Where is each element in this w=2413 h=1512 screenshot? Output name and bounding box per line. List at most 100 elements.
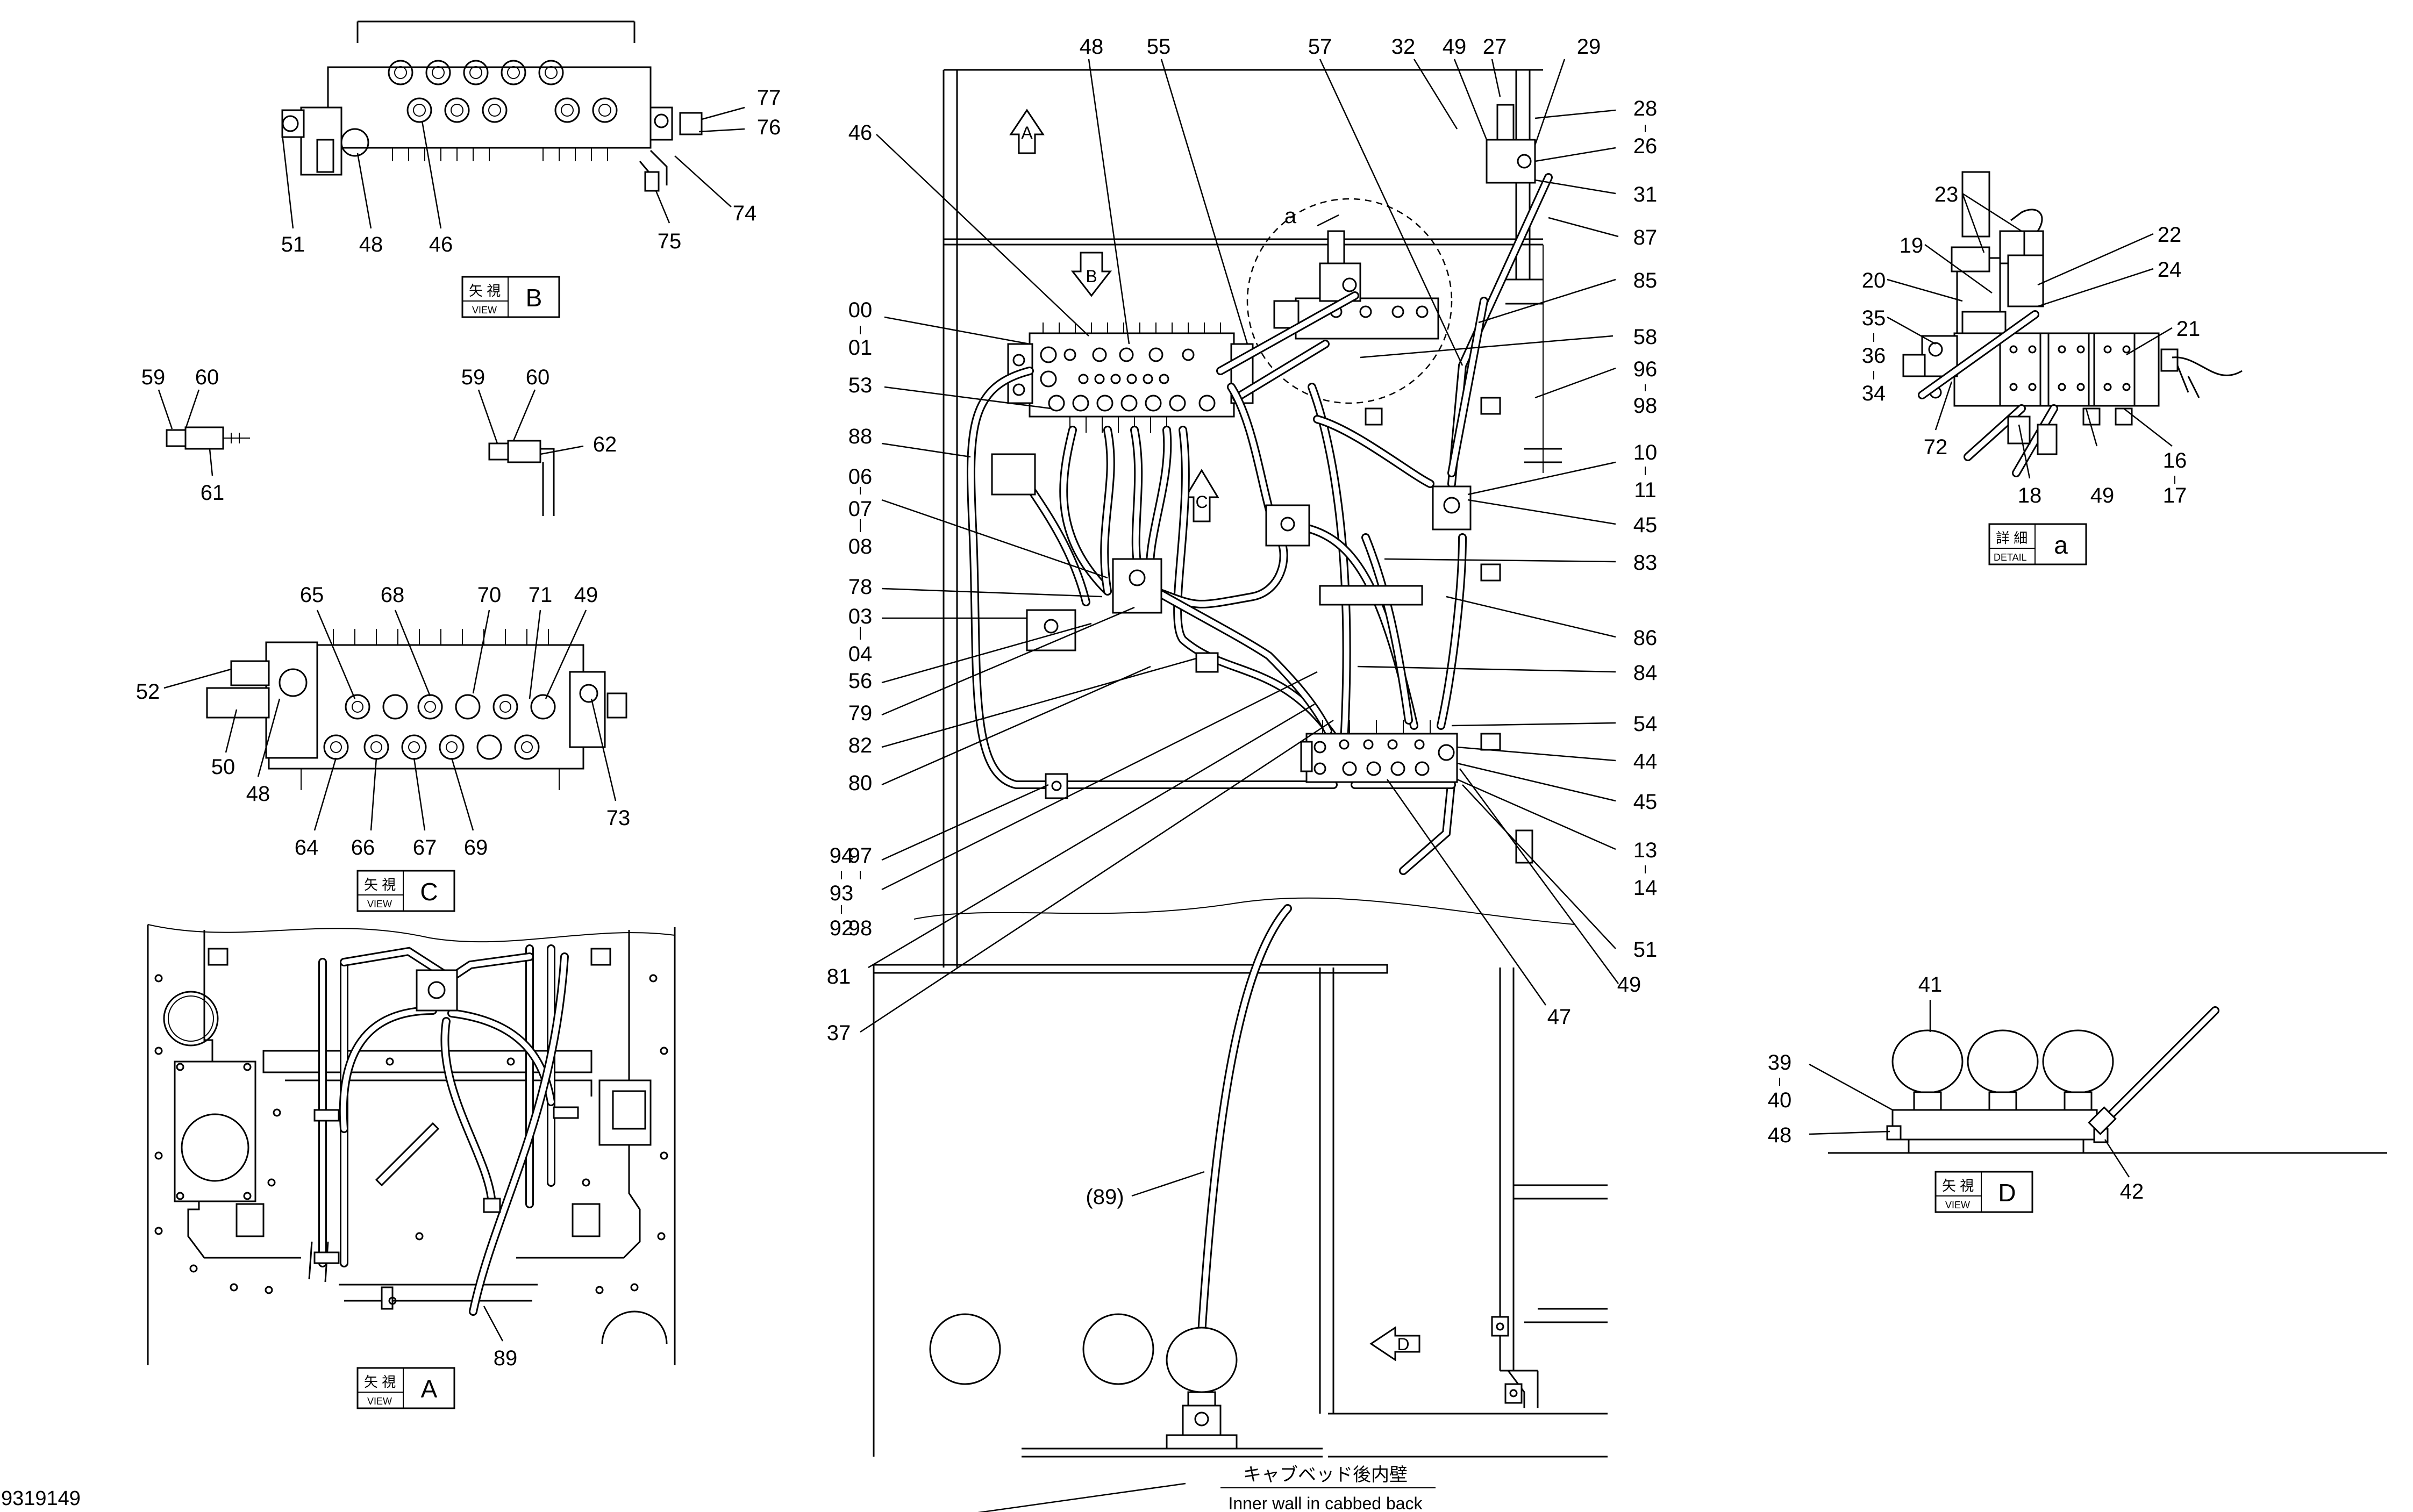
- view-label-letter: B: [526, 284, 542, 312]
- callout: 76: [757, 116, 781, 139]
- callout: 84: [1633, 661, 1658, 685]
- callout: 45: [1633, 513, 1658, 537]
- callout: 94: [830, 844, 854, 868]
- callout: 96: [1633, 357, 1658, 381]
- view-b-ports-lower: [406, 97, 618, 123]
- callout: 75: [658, 230, 682, 253]
- view-a-figure: 89: [147, 924, 676, 1370]
- view-b-leaders: [281, 106, 745, 229]
- view-c-callouts: 65 68 70 71 49 52 50 48 64 66 67 69 73: [136, 583, 631, 859]
- callout: 67: [413, 836, 437, 859]
- view-b-figure: [281, 20, 703, 192]
- main-callouts-pairs: [841, 125, 1646, 914]
- view-label-detail-a: 詳 細 DETAIL a: [1988, 523, 2087, 565]
- view-c-ports: [323, 694, 556, 760]
- main-manifold-lower: [1300, 720, 1458, 783]
- view-d-accumulators: [1891, 1029, 2114, 1111]
- callout: 11: [1634, 478, 1657, 502]
- view-label-letter: a: [2054, 531, 2068, 559]
- callout: 26: [1633, 134, 1658, 158]
- callout: 79: [848, 701, 873, 725]
- callout: 13: [1633, 839, 1658, 862]
- view-label-en: VIEW: [1945, 1200, 1970, 1210]
- callout: (89): [1086, 1185, 1124, 1209]
- inner-wall-label-jp: キャブベッド後内壁: [1243, 1465, 1408, 1485]
- callout: 48: [1080, 35, 1104, 59]
- view-label-en: VIEW: [367, 899, 392, 909]
- main-leaders: [860, 59, 1619, 1512]
- callout: 44: [1633, 750, 1658, 773]
- callout: 46: [848, 121, 873, 145]
- callout: 65: [300, 583, 324, 607]
- main-frame: [873, 69, 1608, 1458]
- callout: 56: [848, 669, 873, 693]
- view-label-c: 矢 視 VIEW C: [356, 870, 455, 912]
- callout: 10: [1633, 441, 1658, 464]
- callout: 01: [848, 336, 873, 360]
- callout: 03: [848, 605, 873, 628]
- inner-wall-label-en: Inner wall in cabbed back: [1228, 1494, 1423, 1512]
- callout: 97: [848, 844, 873, 868]
- callout: 51: [281, 233, 305, 256]
- callout: 81: [827, 965, 851, 988]
- callout: 71: [529, 583, 553, 607]
- callout: 58: [1633, 325, 1658, 349]
- callout: 61: [201, 481, 225, 505]
- callout: 35: [1862, 306, 1886, 330]
- callout: 93: [830, 882, 854, 905]
- callout: 36: [1862, 344, 1886, 368]
- callout: 47: [1547, 1005, 1572, 1029]
- callout: 53: [848, 374, 873, 397]
- callout: 24: [2158, 258, 2182, 282]
- callout: 87: [1633, 226, 1658, 249]
- callout: 41: [1918, 973, 1943, 997]
- main-hoses: [967, 173, 1553, 1337]
- callout: 77: [757, 86, 781, 110]
- callout: 59: [461, 366, 486, 389]
- callout: 60: [195, 366, 219, 389]
- view-arrow-b: B: [1086, 267, 1097, 286]
- callout: 48: [246, 782, 270, 806]
- callout: 16: [2163, 449, 2187, 472]
- view-label-en: VIEW: [367, 1396, 392, 1407]
- callout: 51: [1633, 938, 1658, 962]
- view-b-ports-upper: [388, 60, 564, 85]
- view-label-a: 矢 視 VIEW A: [356, 1367, 455, 1409]
- callout: 45: [1633, 790, 1658, 814]
- callout: 31: [1633, 183, 1658, 206]
- main-callouts: 48 55 57 32 49 27 29 28 26 31 87 85 58 9…: [827, 35, 1658, 1209]
- callout: 82: [848, 734, 873, 757]
- callout: 48: [359, 233, 383, 256]
- view-label-letter: C: [420, 878, 438, 906]
- callout: 29: [1577, 35, 1601, 59]
- view-label-jp: 矢 視: [364, 877, 396, 893]
- callout: 27: [1483, 35, 1507, 59]
- view-arrows: A B C D: [1009, 109, 1420, 1361]
- callout: 37: [827, 1021, 851, 1045]
- view-label-jp: 詳 細: [1996, 530, 2028, 546]
- view-d-callouts: 41 39 40 48 42: [1768, 973, 2144, 1203]
- view-label-d: 矢 視 VIEW D: [1934, 1171, 2033, 1213]
- callout: 46: [429, 233, 453, 256]
- callout: 60: [526, 366, 550, 389]
- callout: 42: [2120, 1180, 2144, 1203]
- callout: 66: [351, 836, 375, 859]
- callout: 64: [295, 836, 319, 859]
- callout: 48: [1768, 1123, 1792, 1147]
- callout: 52: [136, 680, 160, 704]
- callout: 34: [1862, 382, 1886, 405]
- callout: 08: [848, 535, 873, 558]
- callout: 83: [1633, 551, 1658, 575]
- view-label-letter: D: [1998, 1179, 2016, 1207]
- callout: 70: [477, 583, 502, 607]
- callout: 80: [848, 771, 873, 795]
- main-manifold-upper: [1007, 323, 1254, 433]
- callout: 72: [1924, 435, 1948, 459]
- callout: 92: [830, 916, 854, 940]
- view-c-leaders: [163, 610, 617, 831]
- view-label-en: VIEW: [472, 305, 497, 316]
- callout: 49: [1443, 35, 1467, 59]
- detail-a-circle: [1216, 198, 1453, 404]
- callout: 73: [606, 806, 631, 830]
